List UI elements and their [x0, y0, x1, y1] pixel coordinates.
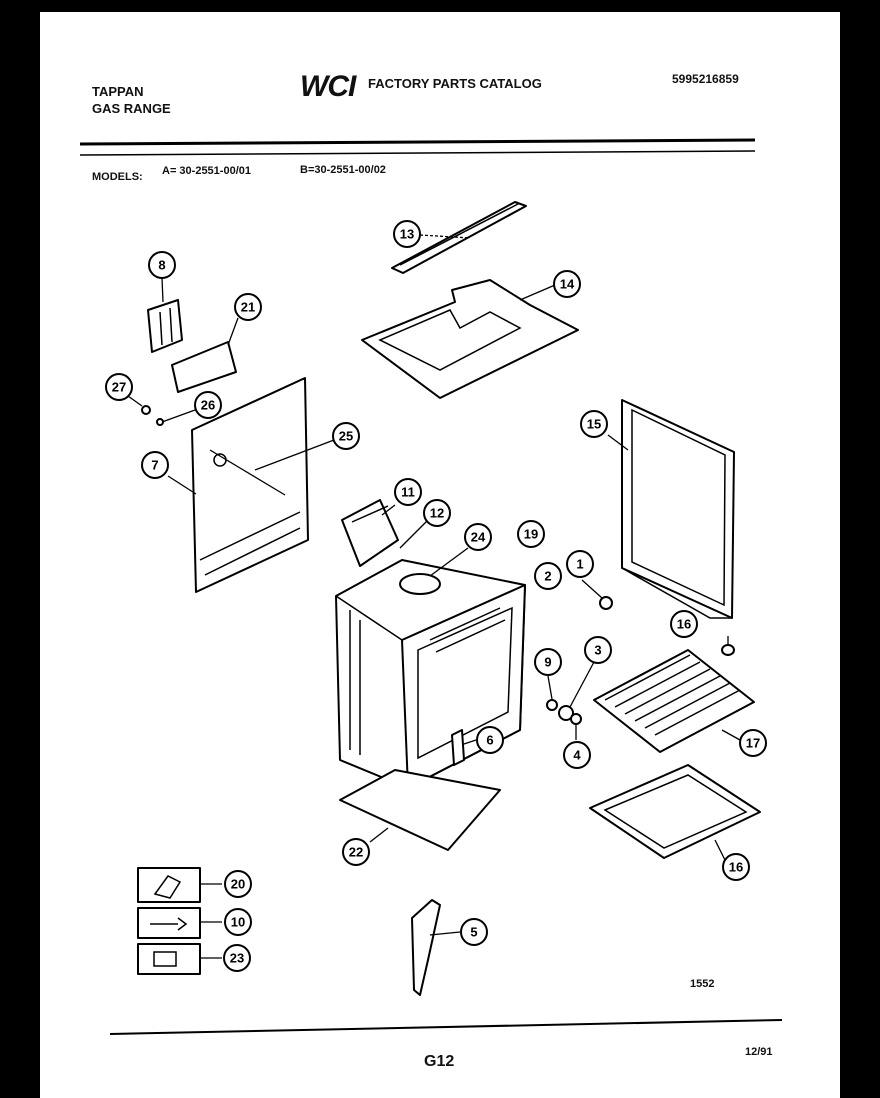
callout-16b-label: 16 [729, 860, 743, 875]
part-18-broil-pan [589, 764, 761, 861]
page-code: G12 [424, 1053, 455, 1070]
callout-2: 2 [534, 562, 562, 590]
callout-1-label: 1 [576, 557, 583, 572]
callout-3-label: 3 [594, 643, 601, 658]
callout-4: 4 [563, 741, 591, 769]
part-24-burner [399, 547, 469, 595]
callout-21-label: 21 [241, 300, 255, 315]
models-label: MODELS: [92, 171, 143, 183]
callout-17-label: 17 [746, 736, 760, 751]
oven-body [335, 559, 526, 789]
diagram-number: 1552 [690, 978, 715, 990]
part-22-bottom-panel [339, 769, 501, 851]
callout-22: 22 [342, 838, 370, 866]
callout-5-label: 5 [470, 925, 477, 940]
callout-8: 8 [148, 251, 176, 279]
callout-27-label: 27 [112, 380, 126, 395]
callout-6: 6 [476, 726, 504, 754]
callout-19: 19 [517, 520, 545, 548]
brand-name: TAPPAN [92, 84, 144, 99]
callout-27: 27 [105, 373, 133, 401]
model-b: B=30-2551-00/02 [300, 164, 386, 176]
part-11-vent [341, 499, 429, 567]
callout-10: 10 [224, 908, 252, 936]
callout-17: 17 [739, 729, 767, 757]
callout-21: 21 [234, 293, 262, 321]
part-13-rail [391, 201, 527, 274]
callout-23: 23 [223, 944, 251, 972]
callout-7-label: 7 [151, 458, 158, 473]
callout-20: 20 [224, 870, 252, 898]
callout-14-label: 14 [560, 277, 575, 292]
callout-23-label: 23 [230, 951, 244, 966]
callout-1: 1 [566, 550, 594, 578]
part-17-oven-rack [593, 649, 755, 753]
part-5-spring [411, 899, 461, 996]
callout-26-label: 26 [201, 398, 215, 413]
callout-25-label: 25 [339, 429, 353, 444]
callout-16-label: 16 [677, 617, 691, 632]
callout-10-label: 10 [231, 915, 245, 930]
catalog-number: 5995216859 [672, 72, 739, 86]
part-8-bracket [147, 277, 183, 353]
callout-2-label: 2 [544, 569, 551, 584]
part-6-igniter [451, 729, 477, 766]
catalog-title: FACTORY PARTS CATALOG [368, 76, 542, 91]
callout-13-label: 13 [400, 227, 414, 242]
callout-24: 24 [464, 523, 492, 551]
callout-5: 5 [460, 918, 488, 946]
callout-11-label: 11 [401, 485, 415, 500]
part-1-knob [581, 579, 613, 610]
callout-4-label: 4 [573, 748, 581, 763]
callout-8-label: 8 [158, 258, 165, 273]
part-9-3-4-fittings [546, 661, 595, 740]
callout-6-label: 6 [486, 733, 493, 748]
footer-rule [109, 1019, 783, 1035]
callout-20-label: 20 [231, 877, 245, 892]
part-20-box [137, 867, 222, 903]
callout-19-label: 19 [524, 527, 538, 542]
part-25-wire [209, 439, 335, 496]
callout-7: 7 [141, 451, 169, 479]
revision-date: 12/91 [745, 1046, 773, 1058]
callout-15: 15 [580, 410, 608, 438]
callout-13: 13 [393, 220, 421, 248]
callout-26: 26 [194, 391, 222, 419]
product-name: GAS RANGE [92, 101, 171, 116]
callout-25: 25 [332, 422, 360, 450]
callout-14: 14 [553, 270, 581, 298]
part-16-post [721, 636, 735, 656]
part-15-door-frame [607, 399, 735, 619]
part-23-box [137, 943, 222, 975]
callout-22-label: 22 [349, 845, 363, 860]
callout-12-label: 12 [430, 506, 444, 521]
model-a: A= 30-2551-00/01 [162, 165, 251, 177]
header-rule [79, 138, 756, 146]
callout-11: 11 [394, 478, 422, 506]
callout-16b: 16 [722, 853, 750, 881]
callout-12: 12 [423, 499, 451, 527]
callout-9-label: 9 [544, 655, 551, 670]
wci-logo: WCI [300, 70, 356, 103]
part-26-27-screws [127, 395, 196, 426]
callout-16: 16 [670, 610, 698, 638]
part-10-box [137, 907, 222, 939]
part-7-back-panel [167, 377, 309, 593]
callout-9: 9 [534, 648, 562, 676]
part-14-top-panel [361, 279, 579, 399]
callout-24-label: 24 [471, 530, 486, 545]
callout-15-label: 15 [587, 417, 601, 432]
part-21-insert [171, 317, 239, 393]
header-rule-thin [79, 150, 756, 156]
callout-3: 3 [584, 636, 612, 664]
